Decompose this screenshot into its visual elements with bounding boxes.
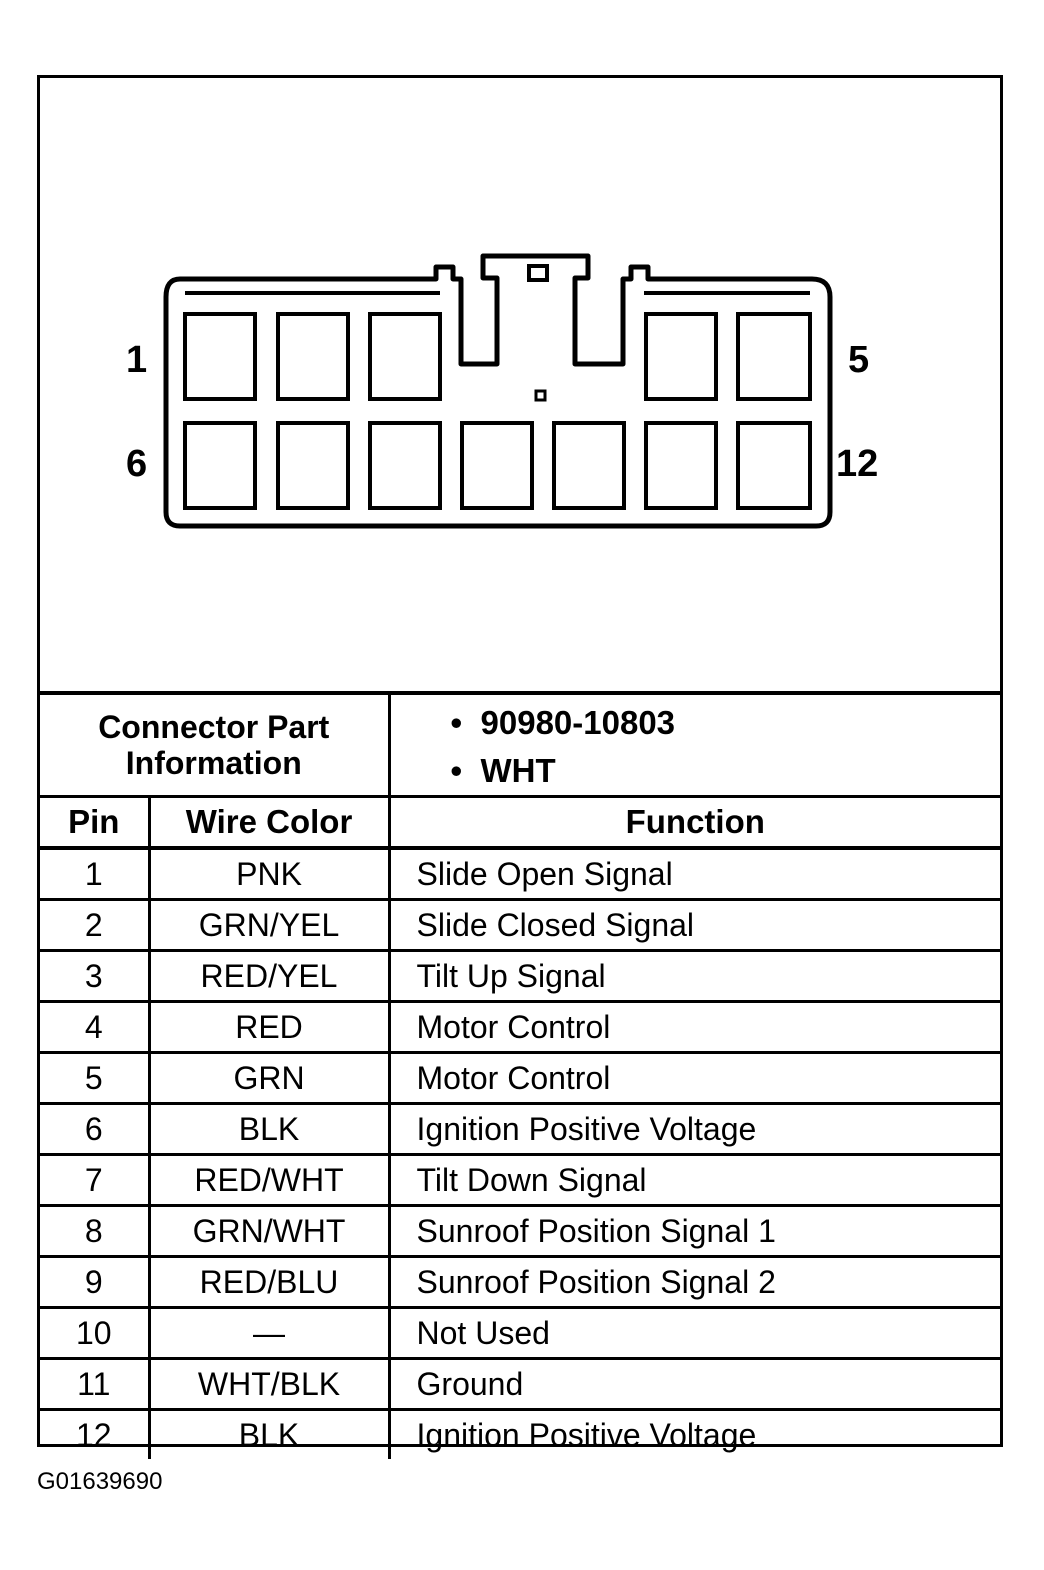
header-wire-color: Wire Color [147,795,391,850]
terminal-cavity-12 [736,421,812,510]
terminal-cavity-3 [368,312,442,401]
wire-color-cell: — [147,1306,391,1360]
pin-cell: 5 [40,1051,151,1105]
wire-color-cell: PNK [147,846,391,901]
pin-cell: 9 [40,1255,151,1309]
terminal-cavity-2 [276,312,350,401]
part-number: •90980-10803 [450,704,676,741]
connector-color-value: WHT [480,752,556,789]
figure-code: G01639690 [37,1468,163,1495]
pin-cell: 1 [40,846,151,901]
wire-color-cell: GRN [147,1051,391,1105]
pin-label-6: 6 [126,443,147,485]
function-cell: Ground [387,1357,1001,1411]
pin-label-5: 5 [848,339,869,381]
connector-figure-frame: 1 5 6 12 Connector Part Information •909… [37,75,1003,1459]
wire-color-cell: BLK [147,1102,391,1156]
header-pin: Pin [40,795,151,850]
part-info-label: Connector Part Information [40,691,391,798]
pin-cell: 11 [40,1357,151,1411]
pin-cell: 6 [40,1102,151,1156]
terminal-cavity-9 [460,421,534,510]
function-cell: Not Used [387,1306,1001,1360]
function-cell: Tilt Down Signal [387,1153,1001,1207]
terminal-cavity-6 [183,421,257,510]
part-info-row: Connector Part Information •90980-10803 … [40,691,1001,798]
pin-label-1: 1 [126,339,147,381]
terminal-cavity-10 [552,421,626,510]
wire-color-cell: RED/WHT [147,1153,391,1207]
part-info-label-line2: Information [125,745,302,781]
wire-color-cell: WHT/BLK [147,1357,391,1411]
pin-cell: 4 [40,1000,151,1054]
terminal-cavity-7 [276,421,350,510]
wire-color-cell: GRN/YEL [147,898,391,952]
wire-color-cell: RED [147,1000,391,1054]
function-cell: Ignition Positive Voltage [387,1102,1001,1156]
pin-cell: 2 [40,898,151,952]
function-cell: Slide Closed Signal [387,898,1001,952]
terminal-cavity-1 [183,312,257,401]
pin-cell: 12 [40,1408,151,1459]
wire-color-cell: GRN/WHT [147,1204,391,1258]
wire-color-cell: RED/BLU [147,1255,391,1309]
header-function: Function [387,795,1001,850]
function-cell: Motor Control [387,1000,1001,1054]
function-cell: Sunroof Position Signal 1 [387,1204,1001,1258]
part-info-values: •90980-10803 •WHT [387,691,1001,798]
terminal-cavity-8 [368,421,442,510]
function-cell: Sunroof Position Signal 2 [387,1255,1001,1309]
part-number-value: 90980-10803 [480,704,676,741]
wire-color-cell: RED/YEL [147,949,391,1003]
function-cell: Tilt Up Signal [387,949,1001,1003]
wire-color-cell: BLK [147,1408,391,1459]
connector-color: •WHT [450,752,556,789]
terminal-cavity-11 [644,421,718,510]
connector-pinout-table: Connector Part Information •90980-10803 … [40,691,1001,1459]
pin-cell: 10 [40,1306,151,1360]
connector-face-drawing: 1 5 6 12 [126,253,878,529]
pin-cell: 7 [40,1153,151,1207]
table-row: 10—Not Used [40,1306,1001,1360]
pin-label-12: 12 [836,443,878,485]
connector-diagram: 1 5 6 12 [40,78,1000,691]
table-header-row: Pin Wire Color Function [40,795,1001,850]
function-cell: Slide Open Signal [387,846,1001,901]
function-cell: Motor Control [387,1051,1001,1105]
function-cell: Ignition Positive Voltage [387,1408,1001,1459]
pin-cell: 8 [40,1204,151,1258]
terminal-cavity-5 [736,312,812,401]
pin-cell: 3 [40,949,151,1003]
part-info-label-line1: Connector Part [98,709,330,745]
terminal-cavity-4 [644,312,718,401]
keying-mark [534,389,547,402]
latch-tab [527,264,549,282]
